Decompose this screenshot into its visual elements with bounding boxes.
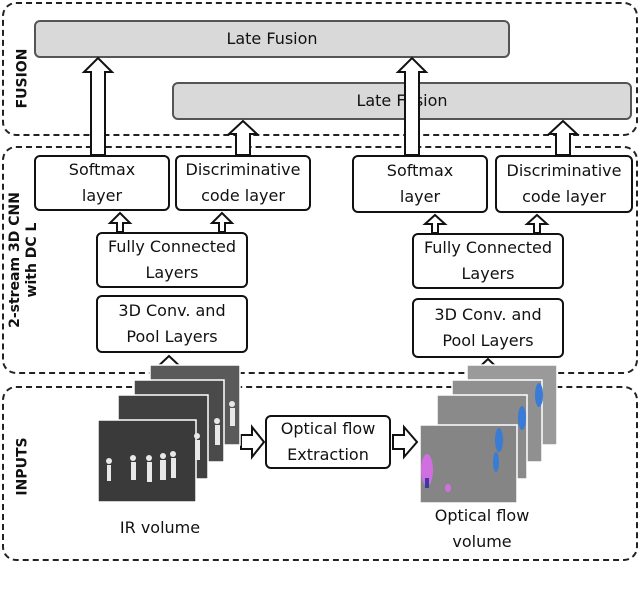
conv-pool-layers-left: 3D Conv. and Pool Layers xyxy=(96,295,248,353)
optical-flow-volume-stack xyxy=(419,364,558,504)
arrow-softmax-left-to-fusion xyxy=(81,56,115,156)
arrow-dcl-right-to-fusion xyxy=(546,119,580,156)
fusion-region xyxy=(2,2,638,136)
cnn-region xyxy=(2,146,638,374)
fully-connected-layers-right: Fully Connected Layers xyxy=(412,233,564,289)
arrow-fc-to-dcl-right xyxy=(524,213,550,234)
optical-flow-extraction-box: Optical flow Extraction xyxy=(265,415,391,469)
conv-pool-layers-right: 3D Conv. and Pool Layers xyxy=(412,298,564,358)
late-fusion-top: Late Fusion xyxy=(34,20,510,58)
ir-volume-caption: IR volume xyxy=(119,518,201,537)
softmax-layer-left: Softmax layer xyxy=(34,155,170,211)
arrow-fc-to-dcl-left xyxy=(209,211,235,233)
discriminative-code-layer-right: Discriminative code layer xyxy=(495,155,633,213)
late-fusion-bottom: Late Fusion xyxy=(172,82,632,120)
arrow-extraction-to-of xyxy=(392,424,419,460)
arrow-fc-to-softmax-right xyxy=(422,213,448,234)
arrow-dcl-left-to-fusion xyxy=(226,119,260,156)
optical-flow-volume-caption: Optical flow volume xyxy=(434,506,530,551)
inputs-region xyxy=(2,386,638,561)
arrow-softmax-right-to-fusion xyxy=(395,56,429,156)
arrow-ir-to-extraction xyxy=(240,424,266,460)
softmax-layer-right: Softmax layer xyxy=(352,155,488,213)
arrow-fc-to-softmax-left xyxy=(107,211,133,233)
fully-connected-layers-left: Fully Connected Layers xyxy=(96,232,248,288)
ir-volume-stack xyxy=(97,364,241,503)
